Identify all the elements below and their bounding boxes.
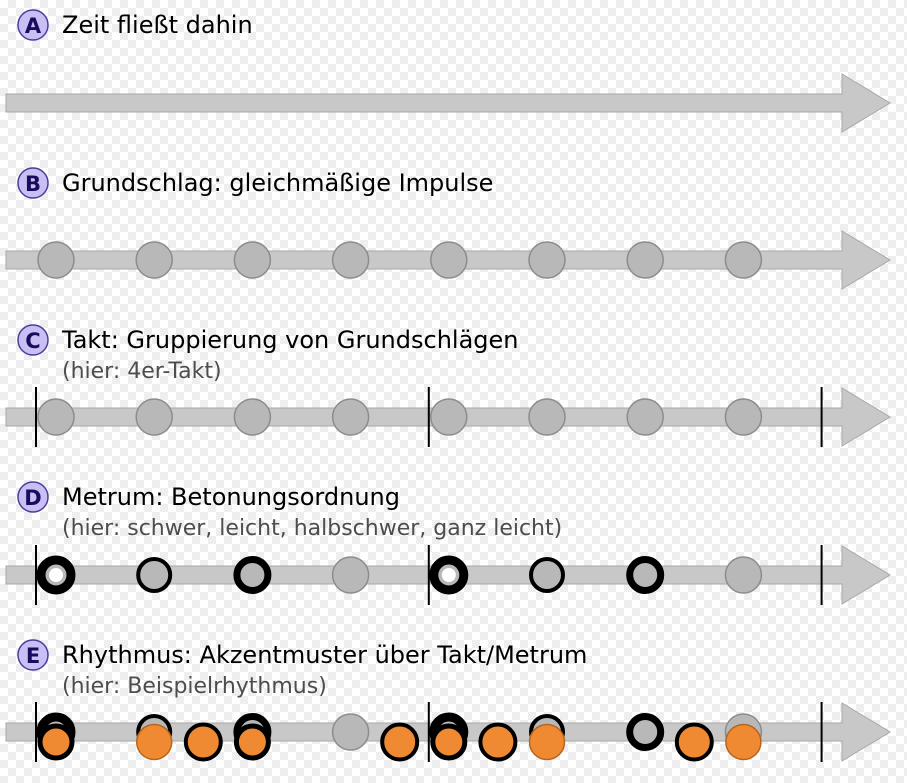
row-d-beats	[36, 555, 763, 595]
row-b: B Grundschlag: gleichmäßige Impulse	[5, 167, 891, 290]
beat-halbschwer	[233, 556, 272, 594]
beat-schwer-core	[441, 568, 456, 582]
beat-schwer-core	[49, 568, 63, 582]
beat-dot	[430, 241, 468, 279]
time-arrow	[5, 73, 891, 133]
row-a-title: Zeit fließt dahin	[62, 11, 253, 39]
beat-halbschwer	[626, 556, 665, 594]
row-a-time-arrow	[5, 73, 891, 133]
beat-dot	[135, 398, 173, 436]
row-e-letter: E	[26, 644, 40, 668]
row-e-title: Rhythmus: Akzentmuster über Takt/Metrum	[62, 641, 587, 669]
beat-dot	[37, 398, 75, 436]
row-c-letter: C	[25, 329, 40, 353]
row-b-badge	[17, 167, 49, 199]
beat-leicht	[529, 557, 565, 593]
row-c: C Takt: Gruppierung von Grundschlägen (h…	[5, 324, 891, 447]
row-d-letter: D	[24, 486, 41, 510]
row-e-barlines	[35, 702, 823, 762]
beat-dot	[331, 241, 370, 279]
beat-ganz-leicht	[724, 556, 763, 594]
beat-dot	[626, 398, 664, 436]
beat-leicht	[136, 557, 173, 593]
row-c-barlines	[35, 387, 823, 447]
row-e: E Rhythmus: Akzentmuster über Takt/Metru…	[5, 639, 891, 762]
beat-halbschwer	[626, 713, 665, 751]
rhythm-note	[430, 723, 468, 761]
row-b-beats	[37, 241, 763, 279]
beat-dot	[233, 241, 272, 279]
row-d-barlines	[35, 545, 823, 605]
beat-dot	[430, 398, 468, 436]
rhythm-note	[478, 722, 518, 762]
beat-dot	[724, 241, 763, 279]
row-a-badge	[17, 9, 49, 41]
row-e-rhythm-notes	[37, 722, 762, 762]
beat-dot	[626, 241, 664, 279]
beat-dot	[724, 398, 763, 436]
row-d-note: (hier: schwer, leicht, halbschwer, ganz …	[62, 516, 562, 541]
beat-dot	[37, 241, 75, 279]
row-b-title: Grundschlag: gleichmäßige Impulse	[62, 169, 493, 197]
beat-ganz-leicht	[331, 556, 370, 594]
row-b-letter: B	[25, 172, 41, 196]
rhythm-note	[37, 723, 75, 761]
beat-dot	[135, 241, 173, 279]
row-c-badge	[17, 324, 49, 356]
rhythm-note	[528, 723, 566, 761]
rhythm-note	[183, 722, 223, 762]
beat-dot	[331, 398, 370, 436]
rhythm-note	[135, 723, 173, 761]
row-a: A Zeit fließt dahin	[5, 9, 891, 133]
row-d-badge	[17, 481, 49, 513]
beat-dot	[233, 398, 272, 436]
rhythm-note	[233, 723, 271, 761]
row-d-title: Metrum: Betonungsordnung	[62, 483, 400, 511]
rhythm-note	[674, 722, 714, 762]
row-c-title: Takt: Gruppierung von Grundschlägen	[61, 326, 519, 354]
beat-dot	[528, 398, 566, 436]
row-e-badge	[17, 639, 49, 671]
row-a-letter: A	[25, 14, 42, 38]
row-d: D Metrum: Betonungsordnung (hier: schwer…	[5, 481, 891, 605]
row-c-beats	[37, 398, 763, 436]
row-c-note: (hier: 4er-Takt)	[62, 359, 222, 384]
row-e-note: (hier: Beispielrhythmus)	[62, 674, 327, 699]
rhythm-note	[725, 723, 762, 761]
beat-ganz-leicht	[331, 713, 370, 751]
rhythm-note	[380, 722, 420, 762]
beat-dot	[528, 241, 566, 279]
